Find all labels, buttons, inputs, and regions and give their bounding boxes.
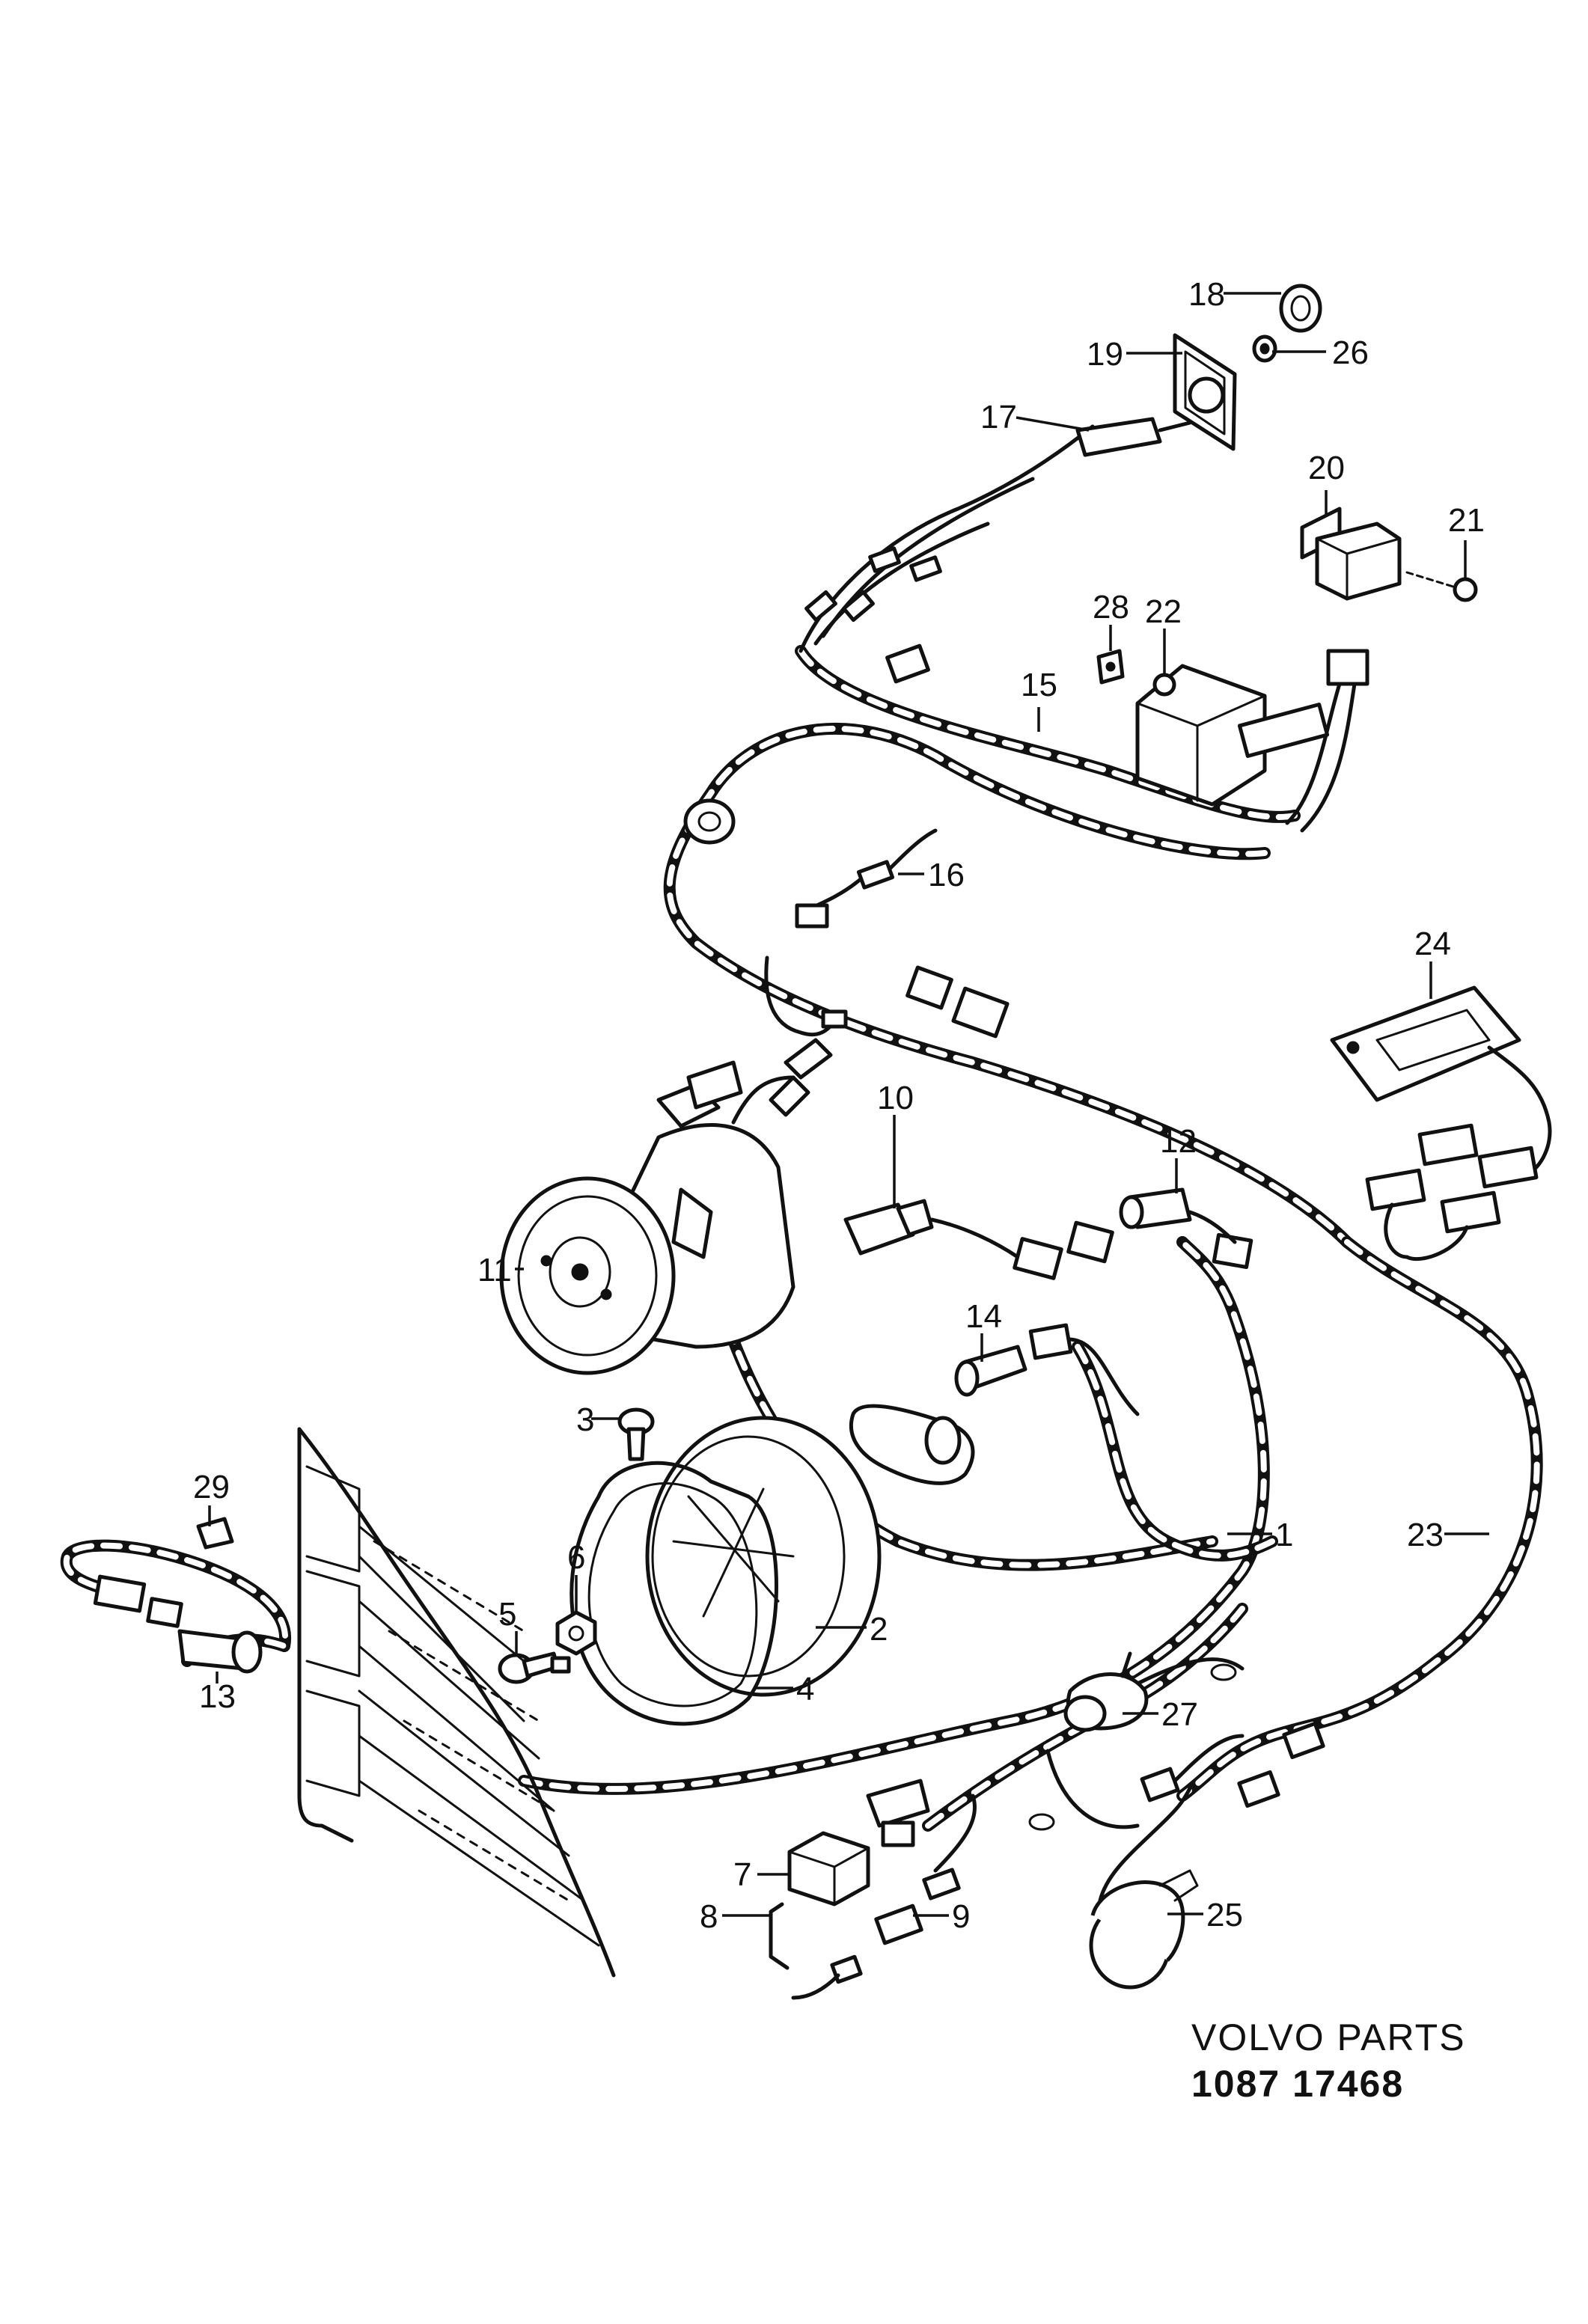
compressor-11 bbox=[499, 1038, 833, 1375]
fan-2 bbox=[645, 1416, 882, 1697]
callout-29: 29 bbox=[193, 1469, 230, 1505]
callout-4: 4 bbox=[796, 1671, 814, 1707]
bolt-5 bbox=[498, 1651, 560, 1684]
callout-12: 12 bbox=[1160, 1123, 1197, 1160]
callout-24: 24 bbox=[1414, 926, 1451, 962]
connector-9 bbox=[791, 1794, 977, 2000]
callout-8: 8 bbox=[700, 1898, 718, 1935]
harness-1 bbox=[518, 1236, 1278, 1832]
callout-3: 3 bbox=[576, 1401, 594, 1438]
callout-1: 1 bbox=[1275, 1517, 1293, 1553]
pressure-switch-12 bbox=[1066, 1187, 1253, 1270]
callout-17: 17 bbox=[980, 399, 1017, 435]
pipe-fitting bbox=[849, 1404, 975, 1485]
relay-7 bbox=[787, 1831, 870, 1906]
nut-26 bbox=[1252, 334, 1277, 363]
sensor-16 bbox=[798, 828, 938, 915]
harness-15 bbox=[663, 424, 1353, 1248]
connectors-24 bbox=[1365, 1123, 1539, 1262]
relay-20 bbox=[1300, 507, 1402, 601]
footer: VOLVO PARTS 1087 17468 bbox=[1191, 2016, 1466, 2105]
callout-27: 27 bbox=[1161, 1696, 1198, 1733]
callout-16: 16 bbox=[928, 857, 965, 893]
callout-21: 21 bbox=[1448, 502, 1485, 539]
connectors-17-harness bbox=[804, 546, 942, 684]
pressure-switch-10 bbox=[843, 1199, 1063, 1280]
callout-2: 2 bbox=[870, 1611, 888, 1648]
callout-26: 26 bbox=[1332, 334, 1369, 371]
callout-14: 14 bbox=[965, 1298, 1002, 1335]
callout-7: 7 bbox=[733, 1856, 751, 1893]
screw-21 bbox=[1405, 571, 1478, 602]
clip-29 bbox=[196, 1517, 234, 1550]
nut-6 bbox=[550, 1610, 597, 1674]
bolt-3 bbox=[617, 1407, 655, 1461]
leader-lines bbox=[208, 292, 1489, 1917]
switch-panel-19 bbox=[1173, 333, 1237, 451]
harness-connectors-mid bbox=[764, 903, 1010, 1039]
callout-labels: 18 26 19 17 20 21 28 22 15 16 24 10 12 1… bbox=[193, 276, 1485, 1935]
clip-rings bbox=[1028, 1663, 1237, 1831]
control-unit-22 bbox=[1135, 664, 1330, 807]
callout-25: 25 bbox=[1206, 1897, 1243, 1933]
callout-18: 18 bbox=[1188, 276, 1225, 313]
sensor-13 bbox=[60, 1539, 292, 1674]
footer-brand: VOLVO PARTS bbox=[1191, 2016, 1466, 2058]
switch-17 bbox=[1075, 417, 1192, 457]
switch-knob-18 bbox=[1279, 284, 1322, 333]
callout-19: 19 bbox=[1087, 336, 1123, 373]
callout-13: 13 bbox=[199, 1678, 236, 1715]
connectors-25-run bbox=[1140, 1721, 1325, 1808]
callout-15: 15 bbox=[1021, 667, 1057, 703]
bracket-28 bbox=[1096, 649, 1125, 685]
harness-23 bbox=[1176, 1236, 1543, 1802]
resistor-board-24 bbox=[1330, 985, 1552, 1177]
bracket-8 bbox=[769, 1902, 790, 1970]
radiator-grille bbox=[297, 1427, 616, 1978]
solenoid-25 bbox=[1089, 1786, 1199, 1990]
callout-10: 10 bbox=[877, 1080, 914, 1116]
callout-11: 11 bbox=[477, 1252, 512, 1288]
callout-6: 6 bbox=[567, 1539, 585, 1576]
callout-20: 20 bbox=[1308, 450, 1345, 486]
callout-22: 22 bbox=[1145, 593, 1182, 630]
relay-connector bbox=[1285, 649, 1369, 833]
capacitor-27 bbox=[1063, 1651, 1149, 1732]
connector-lower bbox=[866, 1779, 930, 1847]
footer-code: 1087 17468 bbox=[1191, 2063, 1404, 2105]
pressure-switch-14 bbox=[954, 1323, 1140, 1416]
callout-9: 9 bbox=[952, 1898, 970, 1935]
callout-5: 5 bbox=[498, 1596, 516, 1633]
grommet bbox=[683, 798, 736, 845]
callout-23: 23 bbox=[1407, 1517, 1444, 1553]
callout-28: 28 bbox=[1093, 589, 1129, 626]
